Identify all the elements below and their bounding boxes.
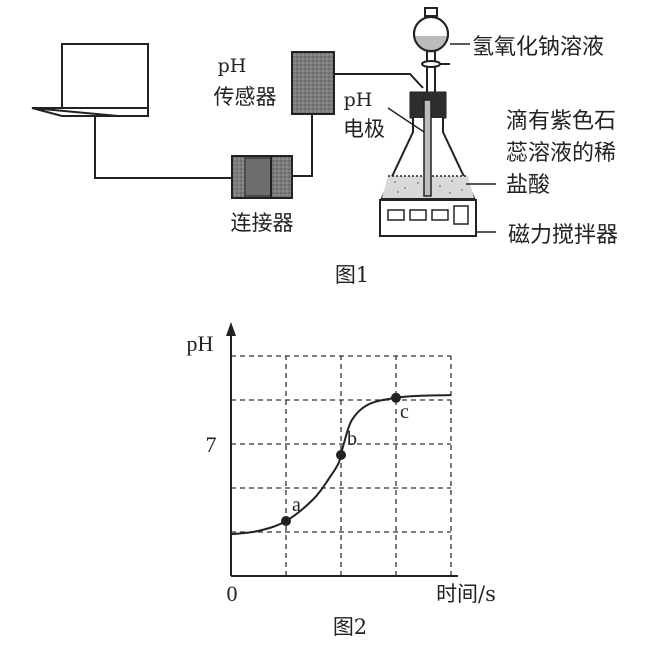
- ph-electrode-label-2: 电极: [343, 117, 385, 141]
- x-axis-label: 时间/s: [436, 582, 496, 606]
- figure-2-chart: a b c pH 7 0 时间/s 图2: [187, 322, 496, 639]
- ph-sensor-label-1: pH: [218, 55, 247, 77]
- laptop-icon: [31, 43, 149, 117]
- magnetic-stirrer: [379, 199, 477, 237]
- connector-box: [231, 155, 293, 199]
- y-axis-label: pH: [187, 331, 214, 356]
- chart-grid: [231, 355, 452, 576]
- chart-axes: [226, 322, 458, 577]
- wires: [94, 73, 424, 179]
- point-b: [336, 450, 346, 460]
- figure-1: pH 传感器 pH 电极 氢氧化钠溶液 滴有紫色石 蕊溶液的稀 盐酸 连接器 磁…: [31, 7, 618, 287]
- point-label-c: c: [400, 401, 409, 423]
- solution-label-2: 蕊溶液的稀: [506, 141, 616, 166]
- leader-lines: [387, 43, 496, 233]
- point-c: [391, 392, 401, 403]
- ph-sensor-label-2: 传感器: [214, 85, 277, 109]
- connector-label: 连接器: [231, 211, 294, 235]
- stirrer-label: 磁力搅拌器: [508, 223, 618, 248]
- y-tick-label-7: 7: [206, 432, 217, 457]
- ph-sensor-box: [291, 51, 335, 115]
- figure-1-caption: 图1: [335, 263, 369, 287]
- point-label-b: b: [347, 428, 357, 450]
- ph-electrode: [423, 99, 432, 197]
- solution-label-3: 盐酸: [506, 173, 550, 198]
- point-label-a: a: [292, 494, 301, 516]
- point-a: [281, 516, 291, 526]
- ph-electrode-label-1: pH: [344, 89, 373, 111]
- naoh-label: 氢氧化钠溶液: [472, 35, 604, 60]
- solution-label-1: 滴有紫色石: [506, 109, 616, 134]
- separatory-funnel-icon: [413, 7, 450, 98]
- chart-points: a b c: [281, 392, 409, 526]
- origin-label: 0: [227, 581, 238, 606]
- figure-2-caption: 图2: [333, 615, 367, 639]
